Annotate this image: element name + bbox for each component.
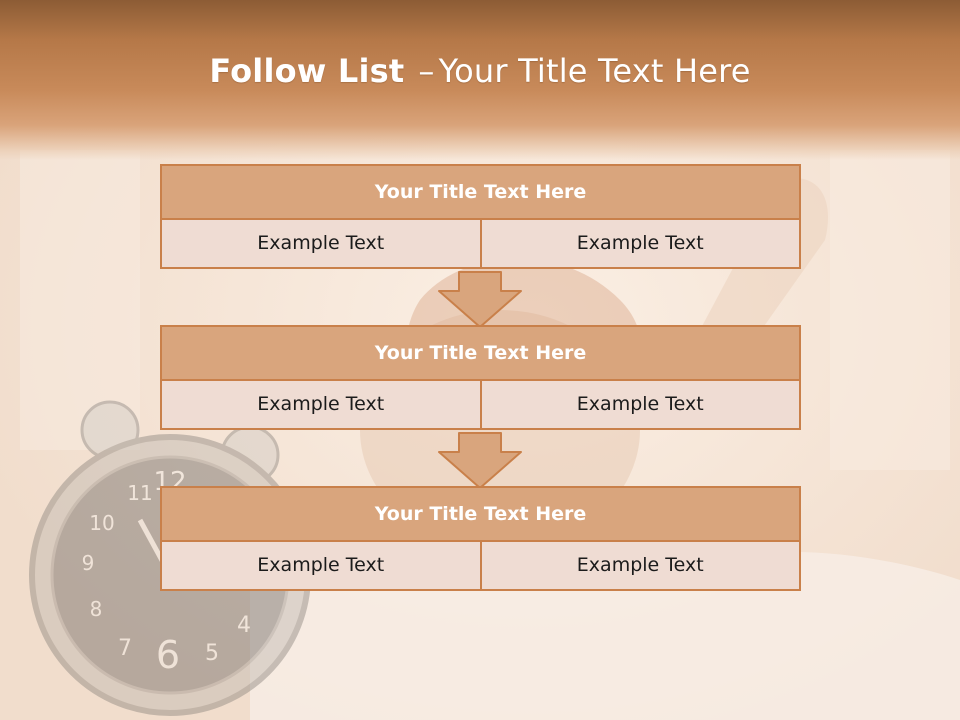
clock-numeral-7: 7 [118, 636, 132, 661]
clock-numeral-5: 5 [205, 641, 219, 666]
slide-title-dash: – [418, 52, 435, 90]
follow-block-cell-left: Example Text [160, 381, 482, 430]
slide-title-rest: Your Title Text Here [438, 52, 751, 90]
follow-block-title: Your Title Text Here [160, 164, 801, 220]
follow-block-1: Your Title Text Here Example Text Exampl… [160, 164, 801, 269]
clock-numeral-4: 4 [237, 613, 251, 638]
follow-block-cell-right: Example Text [481, 381, 801, 430]
follow-block-3: Your Title Text Here Example Text Exampl… [160, 486, 801, 591]
clock-numeral-11: 11 [127, 481, 152, 505]
follow-block-title: Your Title Text Here [160, 486, 801, 542]
follow-block-row: Example Text Example Text [160, 220, 801, 269]
follow-block-cell-right: Example Text [481, 220, 801, 269]
follow-block-cell-left: Example Text [160, 542, 482, 591]
title-band [0, 0, 960, 160]
clock-numeral-6: 6 [156, 633, 180, 677]
clock-numeral-9: 9 [82, 551, 95, 575]
follow-block-cell-right: Example Text [481, 542, 801, 591]
follow-block-row: Example Text Example Text [160, 381, 801, 430]
clock-numeral-8: 8 [90, 597, 103, 621]
follow-block-cell-left: Example Text [160, 220, 482, 269]
down-arrow-icon [437, 271, 523, 329]
follow-block-2: Your Title Text Here Example Text Exampl… [160, 325, 801, 430]
slide-title: Follow List–Your Title Text Here [0, 52, 960, 90]
clock-numeral-10: 10 [89, 511, 114, 535]
down-arrow-icon [437, 432, 523, 490]
follow-block-title: Your Title Text Here [160, 325, 801, 381]
follow-block-row: Example Text Example Text [160, 542, 801, 591]
slide-title-bold: Follow List [209, 52, 405, 90]
